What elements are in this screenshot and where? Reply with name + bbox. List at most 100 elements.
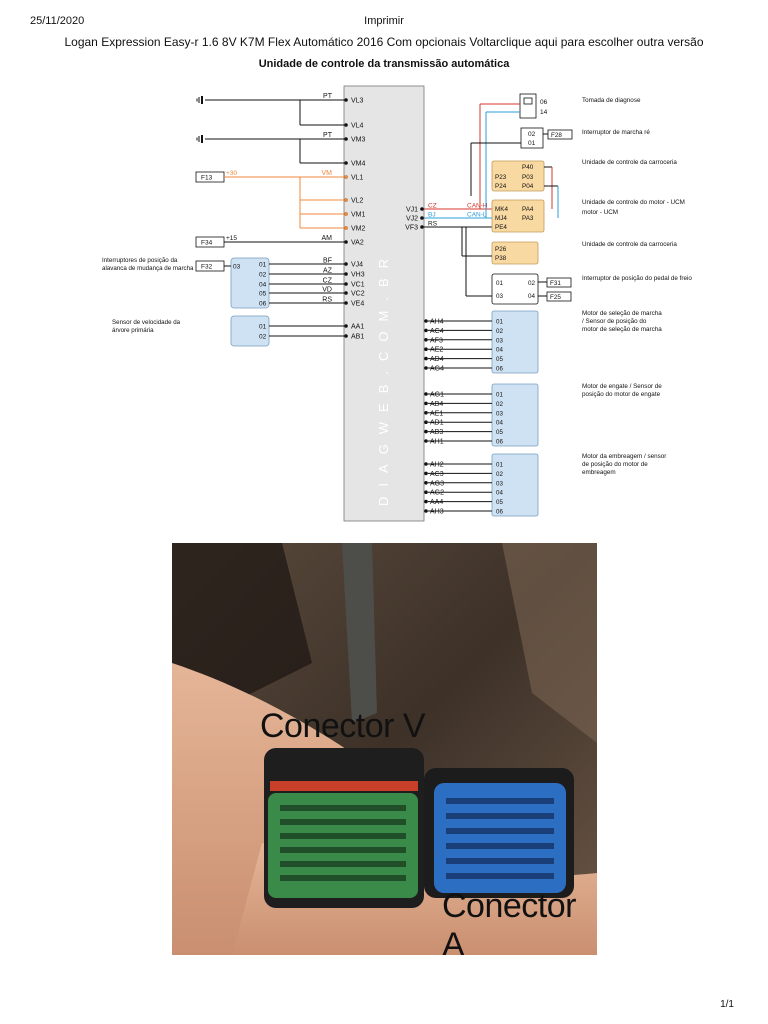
pin-label-ac3: AC3 — [430, 471, 444, 478]
pin-dot — [344, 212, 348, 216]
ucc2-label: Unidade de controle da carroceria — [582, 241, 677, 248]
motor-pin: 02 — [496, 401, 503, 408]
connector-photo: Conector V Conector A — [172, 543, 597, 955]
can-bus-label: CAN-H — [467, 203, 488, 210]
wire-label: RS — [428, 221, 438, 228]
brake-label: Interruptor de posição do pedal de freio — [582, 275, 692, 282]
motor-pin: 02 — [496, 471, 503, 478]
fuse-label: F34 — [201, 240, 213, 247]
brake-pin: 01 — [496, 280, 504, 287]
fuse-supply-label: +15 — [226, 235, 237, 242]
pin-label-vl1: VL1 — [351, 175, 364, 182]
brake-pin: 03 — [496, 293, 504, 300]
pin-dot — [424, 462, 428, 466]
motor-pin: 01 — [496, 319, 503, 326]
motor-pin: 04 — [496, 347, 503, 354]
pin-dot — [424, 481, 428, 485]
pin-label-aa1: AA1 — [351, 324, 364, 331]
pin-label-af3: AF3 — [430, 337, 443, 344]
pin-dot — [344, 198, 348, 202]
ucm-pin: PE4 — [495, 224, 507, 231]
pin-dot — [424, 319, 428, 323]
page-number: 1/1 — [720, 999, 734, 1010]
pin-label-ae1: AE1 — [430, 410, 443, 417]
reverse-label: Interruptor de marcha ré — [582, 129, 650, 136]
wire-label: PT — [323, 93, 333, 100]
ucc-label: Unidade de controle da carroceria — [582, 159, 677, 166]
ucc2-pin: P38 — [495, 255, 507, 262]
pin-dot — [424, 490, 428, 495]
print-header: Imprimir — [364, 15, 404, 27]
body-control-unit-box — [491, 160, 545, 192]
pin-label-ag3: AG3 — [430, 480, 444, 487]
pin-label-vh3: VH3 — [351, 272, 365, 279]
brake-pin: 02 — [528, 280, 536, 287]
motor-pin: 05 — [496, 499, 503, 506]
shift-switch-box — [230, 257, 270, 309]
motor-group-label-1: / Sensor de posição do — [582, 318, 647, 325]
wire-label: PT — [323, 132, 333, 139]
pin-label-ve4: VE4 — [351, 301, 364, 308]
pin-dot — [344, 291, 348, 295]
pin-dot — [344, 324, 348, 328]
pin-dot — [344, 272, 348, 276]
can-bus-label: CAN-L — [467, 212, 487, 219]
motor-pin: 03 — [496, 480, 503, 487]
pin-dot — [424, 429, 428, 434]
pin-dot — [424, 401, 428, 406]
pin-dot — [344, 123, 348, 127]
wire-label: CZ — [323, 278, 333, 285]
pin-dot — [344, 262, 348, 266]
pin-label-va2: VA2 — [351, 240, 364, 247]
ecu-body — [343, 85, 425, 522]
diag-label: Tomada de diagnose — [582, 97, 641, 104]
ground-icon — [201, 135, 203, 143]
document-title[interactable]: Logan Expression Easy-r 1.6 8V K7M Flex … — [64, 35, 704, 49]
pin-label-ab1: AB1 — [351, 334, 364, 341]
pin-dot — [424, 420, 428, 425]
pin-label-ah2: AH2 — [430, 462, 444, 469]
motor-group-label-2: Motor de engate / Sensor de — [582, 383, 662, 390]
pin-label-ag4: AG4 — [430, 366, 444, 373]
reverse-pin: 01 — [528, 140, 536, 147]
ucc-pin: P24 — [495, 183, 507, 190]
fuse-label: F28 — [551, 132, 562, 139]
pin-label-ag1: AG1 — [430, 392, 444, 399]
pin-dot — [344, 98, 348, 102]
pin-label-ae2: AE2 — [430, 347, 443, 354]
wire-label: BF — [323, 258, 332, 265]
switch-pin: 03 — [233, 264, 241, 271]
motor-group-label-3: de posição do motor de — [582, 461, 648, 468]
pin-label-vl3: VL3 — [351, 98, 364, 105]
pin-dot — [424, 328, 428, 333]
motor-pin: 06 — [496, 366, 503, 373]
ucc-pin: P04 — [522, 183, 534, 190]
pin-dot — [344, 137, 348, 141]
pin-label-ah4: AH4 — [430, 319, 444, 326]
pin-dot — [344, 240, 348, 244]
pin-dot — [420, 207, 424, 211]
wire-label: CZ — [428, 203, 437, 210]
reverse-pin: 02 — [528, 131, 536, 138]
motor-pin: 03 — [496, 410, 503, 417]
sensor-pin: 02 — [259, 334, 267, 341]
wire-label: VM — [322, 170, 333, 177]
wire-label: VD — [322, 287, 332, 294]
motor-group-label-2: posição do motor de engate — [582, 391, 661, 398]
switch-pin: 01 — [259, 262, 267, 269]
pin-dot — [424, 392, 428, 396]
diag-socket — [519, 93, 537, 119]
ucm-label: Unidade de controle do motor - UCM — [582, 199, 685, 206]
switch-pin: 02 — [259, 272, 267, 279]
motor-group-label-1: motor de seleção de marcha — [582, 326, 662, 333]
motor-group-box-1 — [491, 310, 539, 374]
pin-dot — [424, 338, 428, 342]
watermark-text: DIAGWEB.COM.BR — [376, 249, 391, 506]
pin-dot — [344, 301, 348, 305]
motor-pin: 04 — [496, 490, 503, 497]
pin-dot — [424, 366, 428, 370]
ucc-pin: P40 — [522, 164, 534, 171]
motor-group-label-3: embreagem — [582, 469, 616, 476]
ucc-pin: P23 — [495, 174, 507, 181]
motor-group-box-3 — [491, 453, 539, 517]
